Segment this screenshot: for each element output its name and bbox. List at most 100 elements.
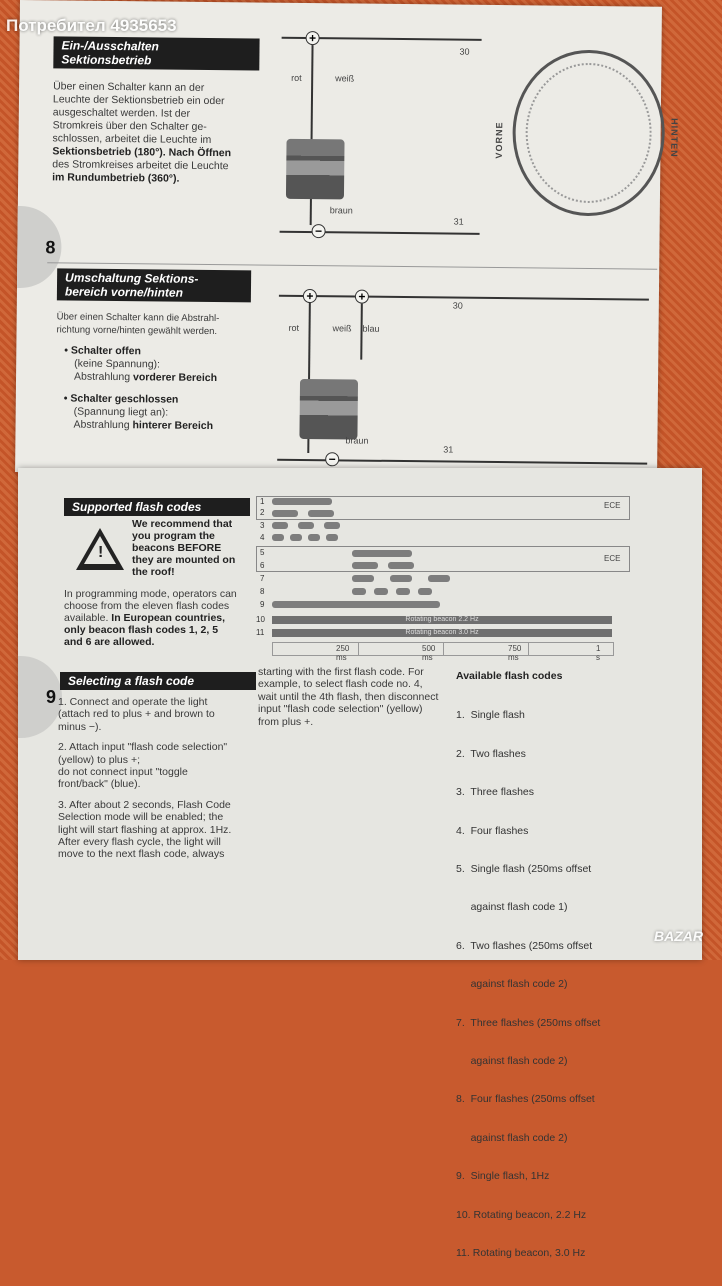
flash-mark [326,534,338,541]
step-line: minus −). [58,720,102,733]
plus-terminal: + [302,288,317,304]
label-31: 31 [453,216,464,227]
list-item: against flash code 2) [456,1055,568,1068]
row-number: 6 [260,561,265,570]
flash-mark [272,510,298,517]
list-item: 4. Four flashes [456,824,529,837]
step-line: starting with the first flash code. For [258,666,424,678]
body-line: im Rundumbetrieb (360°). [52,171,180,185]
ece-box-2 [256,546,630,572]
flash-mark [272,498,332,505]
label-weiss: weiß [335,73,355,84]
section2-body: Über einen Schalter kann die Abstrahl- r… [56,310,266,338]
row-number: 5 [260,548,265,557]
available-list: Available flash codes 1. Single flash 2.… [456,670,616,1286]
watermark-text: Потребител 4935653 [6,16,177,35]
minus-terminal: − [325,452,340,467]
wire-31 [279,230,480,235]
flash-mark [352,588,366,595]
section1-title: Ein-/Ausschalten Sektionsbetrieb [53,36,260,71]
body-line: In programming mode, operators can [64,588,237,600]
time-axis [272,642,614,656]
flash-mark [352,575,374,582]
row-number: 2 [260,508,265,517]
bullet-head: Schalter geschlossen [70,392,179,406]
supported-body: In programming mode, operators can choos… [64,588,260,648]
list-item: 9. Single flash, 1Hz [456,1170,550,1183]
selecting-col1: 1. Connect and operate the light (attach… [58,696,258,861]
time-tick: 1 s [596,644,601,662]
flash-mark [290,534,302,541]
bazar-logo: BAZAR [654,928,703,944]
list-item: 5. Single flash (250ms offset [456,863,592,876]
spacer [58,791,258,799]
step-line: 1. Connect and operate the light [58,696,208,708]
bullet-open: • Schalter offen (keine Spannung): Abstr… [64,344,264,385]
warning-line: you program the [132,530,215,542]
list-item: 8. Four flashes (250ms offset [456,1093,595,1106]
step-line: light will start flashing at approx. 1Hz… [58,823,232,836]
body-line: richtung vorne/hinten gewählt werden. [56,324,218,338]
ece-box-1 [256,496,630,520]
beam-circle [511,49,666,217]
list-item: 3. Three flashes [456,786,535,799]
body-bold: In European countries, [111,612,226,624]
label-hinten: HINTEN [669,118,680,158]
warning-icon: ! [76,528,124,570]
step-line: example, to select flash code no. 4, [258,678,423,691]
supported-title: Supported flash codes [64,498,250,516]
flash-mark [418,588,432,595]
label-blau: blau [362,323,380,334]
step-line: (attach red to plus + and brown to [58,708,215,721]
rotating-bar-30: Rotating beacon 3.0 Hz [272,629,612,637]
body-line: available. [64,612,109,624]
flash-mark [272,601,440,608]
label-rot: rot [288,322,300,333]
wire-30 [278,294,649,301]
flash-mark [396,588,410,595]
row-number: 11 [256,628,265,637]
flash-mark [388,562,414,569]
bullet-text: Abstrahlung [73,370,134,384]
flash-mark [374,588,388,595]
label-30: 30 [452,300,463,311]
section1-body: Über einen Schalter kann an der Leuchte … [52,80,253,186]
bullet-head: Schalter offen [70,344,142,358]
page-number-9: 9 [18,656,62,738]
beacon-lamp [299,378,359,440]
row-number: 10 [256,615,265,624]
step-line: 3. After about 2 seconds, Flash Code [58,798,231,811]
list-item: 10. Rotating beacon, 2.2 Hz [456,1208,587,1221]
beacon-lamp [285,138,345,200]
bullet-bold: vorderer Bereich [132,371,218,385]
bullet-bold: hinterer Bereich [132,419,214,433]
warning-line: the roof! [132,566,175,578]
flash-mark [390,575,412,582]
plus-terminal: + [354,289,369,304]
step-line: from plus +. [258,715,314,728]
available-title: Available flash codes [456,670,563,682]
label-vorne: VORNE [493,121,505,159]
step-line: wait until the 4th flash, then disconnec… [258,690,439,703]
manual-page-9: 9 Supported flash codes ! We recommend t… [18,468,702,1259]
row-number: 9 [260,600,265,609]
section1-title-line2: Sektionsbetrieb [61,52,152,68]
rotating-bar-22: Rotating beacon 2.2 Hz [272,616,612,624]
step-line: (yellow) to plus +; [58,753,140,766]
label-31: 31 [443,444,454,455]
step-line: do not connect input "toggle [58,766,188,779]
warning-text: We recommend that you program the beacon… [132,518,235,578]
section2-title: Umschaltung Sektions- bereich vorne/hint… [56,268,252,303]
time-tick: 500 ms [422,644,436,662]
flash-mark [308,510,334,517]
row-number: 3 [260,521,265,530]
flash-mark [352,550,412,557]
list-item: 7. Three flashes (250ms offset [456,1016,601,1029]
warning-line: We recommend that [132,518,233,530]
selecting-col2: starting with the first flash code. For … [258,666,458,728]
row-number: 4 [260,533,265,542]
warning-line: beacons BEFORE [132,542,222,554]
body-line: choose from the eleven flash codes [64,600,230,612]
step-line: Selection mode will be enabled; the [58,811,224,824]
list-item: 6. Two flashes (250ms offset [456,939,593,952]
